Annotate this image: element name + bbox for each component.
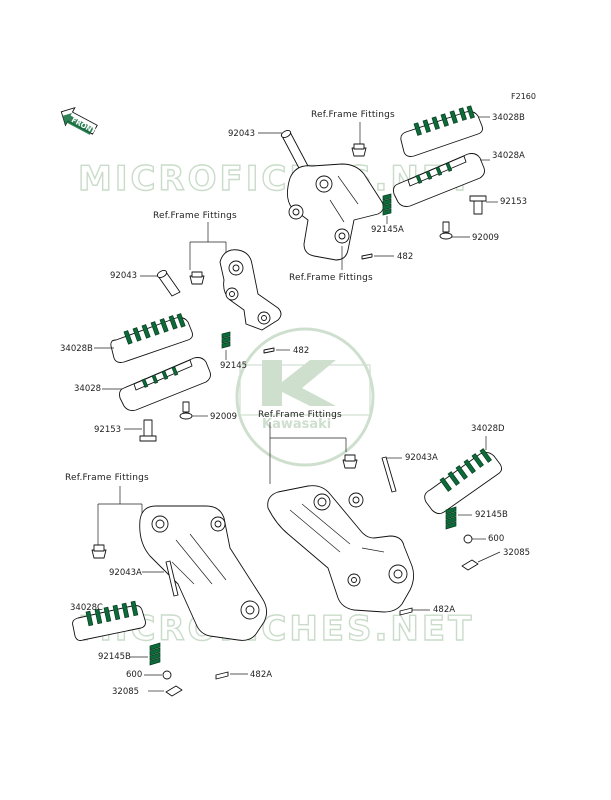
label-a7: 482 (397, 252, 413, 262)
bracket-middle-left (219, 249, 282, 331)
bolt-small-b (189, 271, 205, 285)
ref-frame-fittings-2: Ref.Frame Fittings (289, 273, 373, 283)
label-c4: 600 (488, 534, 504, 544)
spring-92145b-d (149, 642, 161, 666)
pin-482-b (263, 347, 275, 354)
screw-92009-a (439, 221, 453, 240)
footpeg-34028c (72, 600, 146, 641)
label-a5: 92145A (371, 225, 404, 235)
bolt-small-a (351, 143, 367, 157)
bolt-small-c (342, 454, 358, 469)
label-b4: 92145 (220, 361, 247, 371)
plate-32085-d (165, 685, 183, 697)
bracket-upper-right (287, 163, 384, 261)
bolt-92153-b (139, 419, 157, 442)
label-d6: 482A (250, 670, 272, 680)
footpeg-34028b-b (110, 313, 193, 363)
pin-482a-d (215, 671, 229, 680)
label-c2: 34028D (471, 424, 505, 434)
label-a1: 92043 (228, 129, 255, 139)
ball-600-c (463, 534, 473, 544)
label-c3: 92145B (475, 510, 508, 520)
plate-32085-c (461, 559, 479, 571)
label-b3: 34028 (74, 384, 101, 394)
rod-92043a-c (381, 456, 397, 493)
logo-text: Kawasaki (262, 417, 331, 432)
bolt-92043-b (156, 270, 181, 297)
pin-482a-c (399, 607, 413, 616)
assembly-lower-left: Ref.Frame Fittings 92043A (65, 473, 272, 697)
label-d4: 600 (126, 670, 142, 680)
assembly-lower-right: Ref.Frame Fittings 92043A (258, 410, 530, 616)
label-b7: 92153 (94, 425, 121, 435)
bracket-lower-right (267, 485, 415, 613)
bolt-small-d (91, 544, 107, 559)
label-a6: 92009 (472, 233, 499, 243)
figure-code: F2160 (511, 92, 536, 101)
label-a2: 34028B (492, 113, 525, 123)
label-b6: 92009 (210, 412, 237, 422)
label-b1: 92043 (110, 271, 137, 281)
spring-92145 (221, 331, 231, 349)
bolt-92153-a (469, 195, 487, 215)
footpeg-34028a (393, 153, 485, 207)
label-d3: 92145B (98, 652, 131, 662)
screw-92009-b (179, 401, 193, 420)
label-c6: 482A (433, 605, 455, 615)
label-c1: 92043A (405, 453, 438, 463)
label-b2: 34028B (60, 344, 93, 354)
front-arrow-icon: FRONT (60, 106, 98, 136)
ref-frame-fittings-3: Ref.Frame Fittings (153, 211, 237, 221)
assembly-middle-left: Ref.Frame Fittings 92043 (60, 211, 309, 442)
bracket-lower-left (139, 505, 267, 641)
kawasaki-logo: Kawasaki (235, 327, 375, 467)
pin-482-a (361, 253, 373, 260)
label-a3: 34028A (492, 151, 525, 161)
label-b5: 482 (293, 346, 309, 356)
label-d2: 34028C (70, 603, 103, 613)
label-d5: 32085 (112, 687, 139, 697)
ball-600-d (162, 670, 172, 680)
spring-92145a (382, 193, 392, 216)
ref-frame-fittings-1: Ref.Frame Fittings (311, 110, 395, 120)
footpeg-34028b-a (400, 105, 483, 157)
ref-frame-fittings-5: Ref.Frame Fittings (65, 473, 149, 483)
label-a4: 92153 (500, 197, 527, 207)
label-c5: 32085 (503, 548, 530, 558)
assembly-upper-right: Ref.Frame Fittings 92043 (228, 105, 527, 283)
ref-frame-fittings-4: Ref.Frame Fittings (258, 410, 342, 420)
spring-92145b-c (445, 506, 457, 530)
rod-92043a-d (165, 560, 179, 597)
label-d1: 92043A (109, 568, 142, 578)
footpeg-34028 (119, 357, 211, 411)
footpeg-34028d (424, 448, 503, 515)
